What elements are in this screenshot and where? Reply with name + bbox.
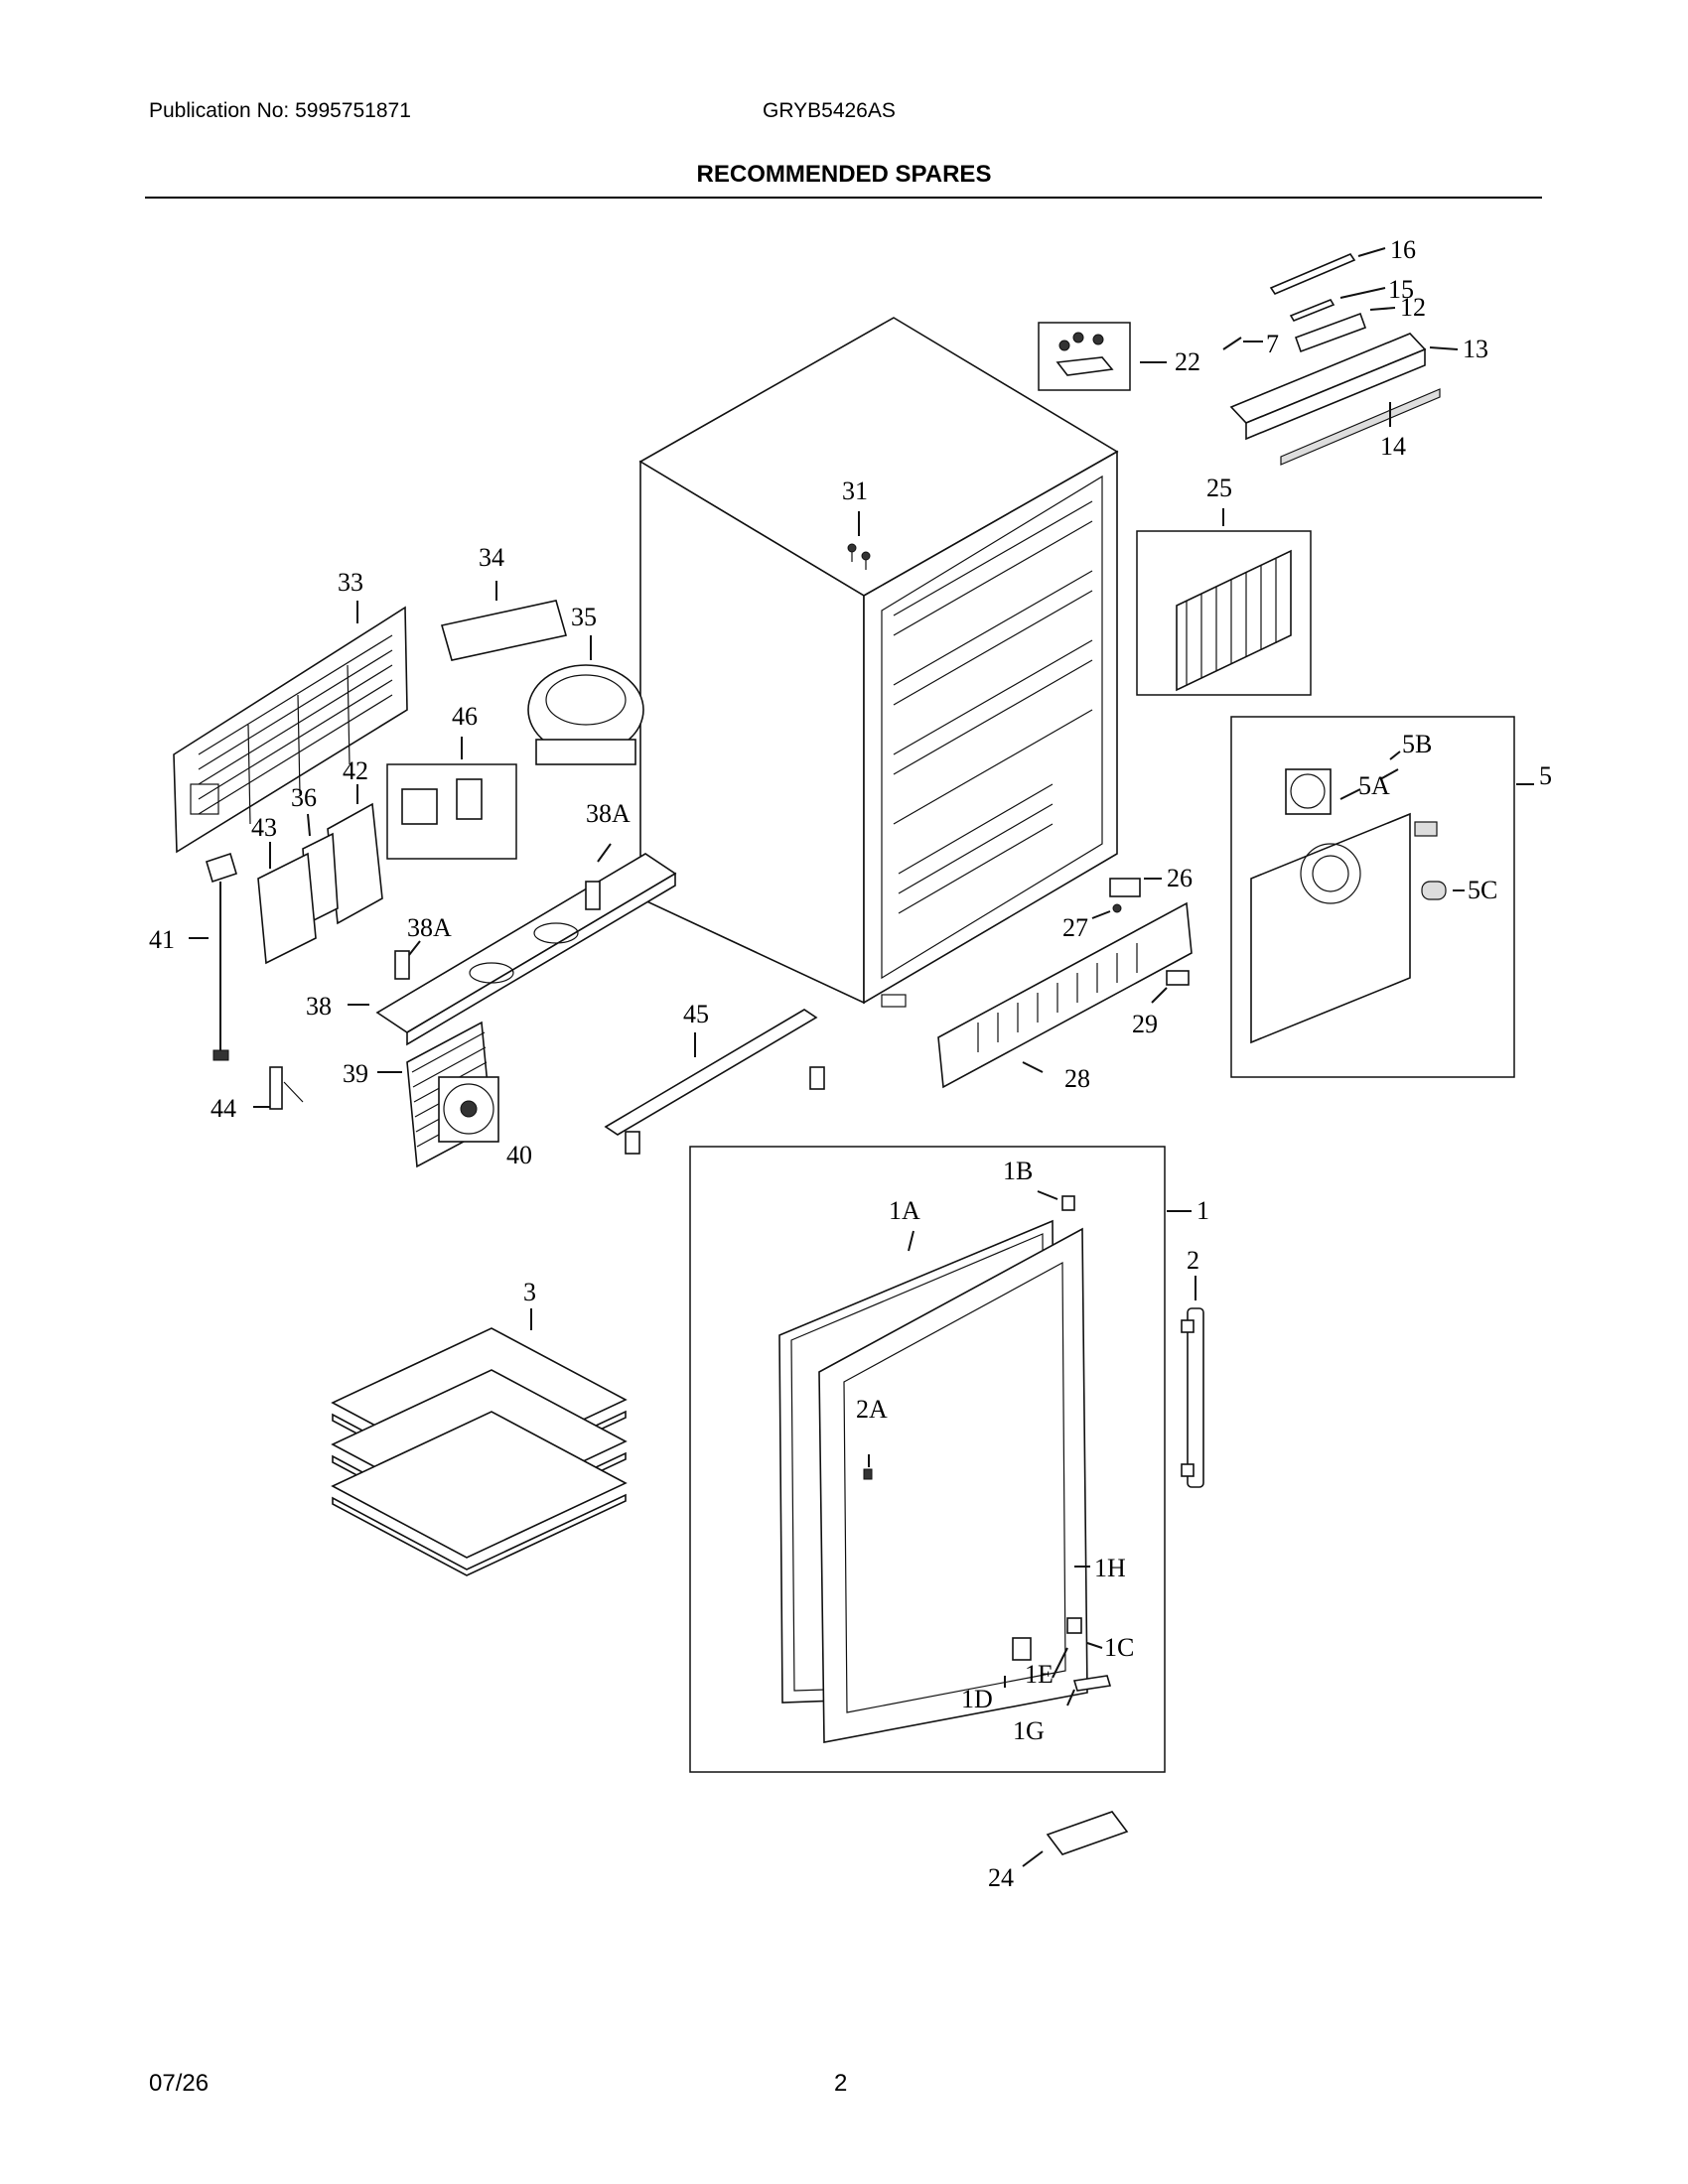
callout-45: 45 — [683, 1000, 709, 1028]
back-grille-33 — [173, 601, 408, 854]
callout-38A-top: 38A — [586, 799, 631, 828]
compressor-35 — [527, 635, 644, 765]
rail-45 — [604, 1009, 825, 1155]
callout-36: 36 — [291, 783, 317, 812]
publication-date: 07/26 — [149, 2070, 210, 2097]
callout-1H: 1H — [1094, 1554, 1126, 1582]
screws-31 — [847, 511, 871, 570]
screw-27 — [1091, 903, 1122, 919]
callout-3: 3 — [523, 1278, 536, 1306]
callout-29: 29 — [1132, 1010, 1158, 1038]
clip-29 — [1151, 970, 1190, 1004]
callout-41: 41 — [149, 925, 175, 954]
model-number: GRYB5426AS — [763, 99, 896, 122]
callout-28: 28 — [1064, 1064, 1090, 1093]
publication-number: Publication No: 5995751871 — [149, 99, 411, 122]
callout-42: 42 — [343, 756, 368, 785]
callout-2A: 2A — [856, 1395, 888, 1424]
callout-1A: 1A — [889, 1196, 920, 1225]
callout-7: 7 — [1266, 330, 1279, 358]
hinge-box-22 — [1038, 322, 1167, 391]
callout-5B: 5B — [1402, 730, 1432, 758]
callout-5: 5 — [1539, 761, 1552, 790]
control-module-43 — [257, 842, 317, 965]
handle-screw-2A — [863, 1454, 873, 1480]
cabinet — [638, 317, 1119, 1008]
callout-34: 34 — [479, 543, 504, 572]
callout-22: 22 — [1175, 347, 1200, 376]
header-divider — [145, 197, 1542, 199]
callout-38: 38 — [306, 992, 332, 1021]
callout-labels: 16 15 12 7 13 22 14 25 31 34 33 35 46 5B… — [149, 235, 1552, 1892]
callout-39: 39 — [343, 1059, 368, 1088]
callout-43: 43 — [251, 813, 277, 842]
kick-plate-28 — [937, 901, 1193, 1089]
glass-shelves-3 — [331, 1308, 628, 1576]
filter-drier-44 — [253, 1066, 304, 1110]
base-plate-38 — [348, 843, 677, 1046]
callout-44: 44 — [211, 1094, 236, 1123]
callout-38A-left: 38A — [407, 913, 452, 942]
callout-40: 40 — [506, 1141, 532, 1169]
condenser-fan-40 — [438, 1076, 499, 1143]
evaporator-box-25 — [1136, 508, 1312, 696]
callout-1B: 1B — [1003, 1157, 1033, 1185]
callout-46: 46 — [452, 702, 478, 731]
callout-25: 25 — [1206, 474, 1232, 502]
callout-5C: 5C — [1468, 876, 1497, 904]
relay-box-46 — [386, 737, 517, 860]
callout-1D: 1D — [961, 1685, 993, 1713]
door-handle-2 — [1181, 1276, 1204, 1488]
bottom-hinge-24 — [1022, 1811, 1129, 1867]
callout-16: 16 — [1390, 235, 1416, 264]
callout-33: 33 — [338, 568, 363, 597]
callout-13: 13 — [1463, 335, 1488, 363]
door-frame-1H — [818, 1227, 1090, 1743]
top-trim-assembly — [1222, 247, 1459, 466]
callout-2: 2 — [1187, 1246, 1199, 1275]
callout-1G: 1G — [1013, 1716, 1045, 1745]
callout-31: 31 — [842, 477, 868, 505]
page-title: RECOMMENDED SPARES — [696, 161, 992, 188]
switch-26 — [1109, 878, 1162, 897]
callout-35: 35 — [571, 603, 597, 631]
callout-12: 12 — [1400, 293, 1426, 322]
callout-1E: 1E — [1025, 1660, 1054, 1689]
page-number: 2 — [834, 2070, 848, 2097]
power-cord-41 — [189, 852, 237, 1061]
callout-1: 1 — [1196, 1196, 1209, 1225]
callout-27: 27 — [1062, 913, 1088, 942]
callout-14: 14 — [1380, 432, 1406, 461]
callout-15: 15 — [1388, 275, 1414, 304]
door-assembly-box-1 — [689, 1146, 1192, 1773]
door-parts-1B-1C-1D-1E-1G — [1004, 1190, 1112, 1706]
callout-1C: 1C — [1104, 1633, 1134, 1662]
callout-26: 26 — [1167, 864, 1193, 892]
cover-34 — [440, 581, 568, 661]
callout-24: 24 — [988, 1863, 1014, 1892]
fan-panel-box-5 — [1230, 716, 1534, 1078]
callout-5A: 5A — [1358, 771, 1390, 800]
